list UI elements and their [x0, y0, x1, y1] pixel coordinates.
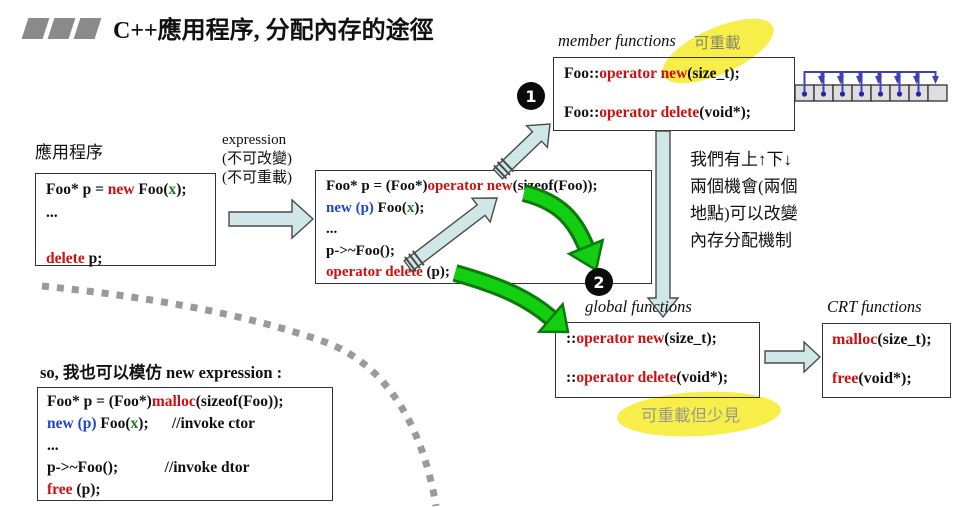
to-member-arrow-icon — [492, 123, 551, 180]
app-box-label: 應用程序 — [35, 143, 103, 162]
crt-functions-code: malloc(size_t); free(void*); — [832, 331, 932, 387]
note-line: 內存分配機制 — [690, 231, 792, 250]
inner-up-arrow-icon — [403, 197, 498, 273]
global-functions-label: global functions — [585, 297, 692, 316]
expanded-code: Foo* p = (Foo*)operator new(sizeof(Foo))… — [326, 178, 598, 280]
step-1-badge: 1 — [517, 82, 545, 110]
global-to-crt-arrow-icon — [764, 340, 822, 374]
green-arrow-2-icon — [452, 264, 570, 334]
rare-highlight-text: 可重載但少見 — [641, 406, 740, 425]
note-line: 地點)可以改變 — [690, 204, 798, 223]
member-functions-box: Foo::operator new(size_t); Foo::operator… — [553, 57, 795, 131]
mimic-intro: so, 我也可以模仿 new expression : — [40, 363, 283, 382]
expression-label-line: (不可重載) — [222, 170, 292, 186]
memory-pool — [794, 71, 948, 102]
mimic-code-box: Foo* p = (Foo*)malloc(sizeof(Foo));new (… — [37, 387, 333, 501]
step-2-badge: 2 — [585, 268, 613, 296]
expression-arrow-icon — [228, 198, 315, 240]
expanded-code-box: Foo* p = (Foo*)operator new(sizeof(Foo))… — [315, 170, 652, 284]
crt-functions-box: malloc(size_t); free(void*); — [822, 323, 951, 398]
global-functions-code: ::operator new(size_t); ::operator delet… — [566, 330, 728, 386]
mimic-code: Foo* p = (Foo*)malloc(sizeof(Foo));new (… — [47, 393, 284, 498]
dotted-divider-curve — [41, 282, 440, 507]
green-arrow-1-icon — [521, 184, 605, 272]
note-line: 兩個機會(兩個 — [690, 177, 798, 196]
member-to-global-arrow-icon — [646, 130, 680, 319]
page-title: C++應用程序, 分配內存的途徑 — [113, 18, 434, 44]
expression-label: expression (不可改變) (不可重載) — [222, 131, 292, 188]
app-code-box: Foo* p = new Foo(x);... delete p; — [35, 173, 216, 267]
crt-functions-label: CRT functions — [827, 297, 922, 316]
global-functions-box: ::operator new(size_t); ::operator delet… — [555, 322, 760, 398]
overridable-highlight-text: 可重載 — [694, 35, 741, 52]
slide-bullet-squares — [21, 18, 103, 44]
member-functions-label: member functions — [558, 31, 676, 50]
app-code: Foo* p = new Foo(x);... delete p; — [46, 181, 187, 267]
expression-label-line: (不可改變) — [222, 151, 292, 167]
note-line: 我們有上↑下↓ — [690, 150, 792, 169]
note-text: 我們有上↑下↓ 兩個機會(兩個 地點)可以改變 內存分配機制 — [690, 146, 798, 254]
member-functions-code: Foo::operator new(size_t); Foo::operator… — [564, 65, 751, 121]
expression-label-line: expression — [222, 132, 287, 148]
